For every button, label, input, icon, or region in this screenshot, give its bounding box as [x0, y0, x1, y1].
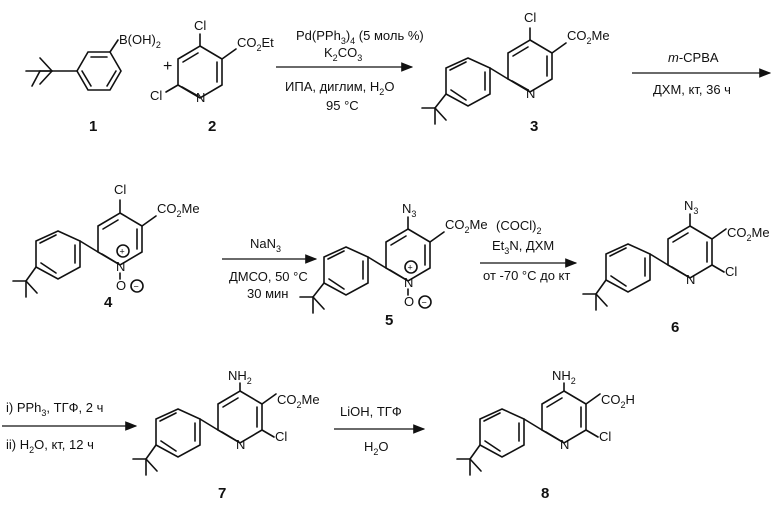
compound-4-n: N: [116, 259, 125, 274]
compound-6-n: N: [686, 272, 695, 287]
svg-text:−: −: [422, 298, 427, 308]
step-1-solvent: ИПА, диглим, H2O: [285, 79, 394, 97]
svg-text:+: +: [120, 247, 125, 257]
compound-7-number: 7: [218, 485, 226, 502]
step-2-conditions: ДХМ, кт, 36 ч: [653, 82, 731, 97]
compound-4-ester: CO2Me: [157, 201, 200, 219]
compound-6-cl: Cl: [725, 264, 737, 279]
compound-2-ester: CO2Et: [237, 35, 274, 53]
compound-2-number: 2: [208, 118, 216, 135]
compound-3-structure: Cl CO2Me N: [422, 10, 610, 124]
compound-6-azide: N3: [684, 198, 698, 216]
step-3-reagent: NaN3: [250, 236, 281, 254]
compound-3-number: 3: [530, 118, 538, 135]
compound-3-ester: CO2Me: [567, 28, 610, 46]
step-2-reagent: m-CPBA: [668, 50, 719, 65]
compound-4-number: 4: [104, 294, 113, 311]
compound-5-structure: N3 CO2Me N + O −: [300, 201, 488, 313]
compound-5-n: N: [404, 275, 413, 290]
step-3-time: 30 мин: [247, 286, 288, 301]
step-4-temperature: от -70 °C до кт: [483, 268, 570, 283]
boronic-acid-label: B(OH)2: [119, 32, 161, 50]
compound-3-cl: Cl: [524, 10, 536, 25]
compound-1-number: 1: [89, 118, 97, 135]
svg-text:−: −: [134, 282, 139, 292]
compound-4-oxygen: O: [116, 278, 126, 293]
step-1-temperature: 95 °C: [326, 98, 359, 113]
compound-7-ester: CO2Me: [277, 392, 320, 410]
compound-6-ester: CO2Me: [727, 225, 770, 243]
compound-4-cl: Cl: [114, 182, 126, 197]
compound-7-n: N: [236, 437, 245, 452]
compound-2-n: N: [196, 90, 205, 105]
compound-5-azide: N3: [402, 201, 416, 219]
compound-8-structure: NH2 CO2H Cl N: [457, 368, 635, 475]
compound-4-structure: Cl CO2Me N + O −: [13, 182, 200, 297]
step-6-reagent: LiOH, ТГФ: [340, 404, 402, 419]
step-1-catalyst: Pd(PPh3)4 (5 моль %): [296, 28, 424, 46]
compound-8-number: 8: [541, 485, 549, 502]
compound-8-acid: CO2H: [601, 392, 635, 410]
compound-5-ester: CO2Me: [445, 217, 488, 235]
compound-6-structure: N3 CO2Me Cl N: [583, 198, 770, 310]
step-4-base: Et3N, ДХМ: [492, 238, 554, 256]
step-5-first: i) PPh3, ТГФ, 2 ч: [6, 400, 103, 418]
compound-3-n: N: [526, 86, 535, 101]
compound-2-cl-top: Cl: [194, 18, 206, 33]
compound-5-oxygen: O: [404, 294, 414, 309]
step-6-solvent: H2O: [364, 439, 389, 457]
compound-6-number: 6: [671, 319, 679, 336]
compound-7-cl: Cl: [275, 429, 287, 444]
compound-8-n: N: [560, 437, 569, 452]
compound-2-cl-bottom: Cl: [150, 88, 162, 103]
step-4-reagent: (COCl)2: [496, 218, 541, 236]
plus-sign: +: [163, 58, 172, 75]
compound-1-structure: B(OH)2: [26, 32, 161, 90]
step-3-solvent: ДМСО, 50 °C: [229, 269, 308, 284]
svg-text:+: +: [408, 263, 413, 273]
step-1-base: K2CO3: [324, 45, 362, 63]
compound-5-number: 5: [385, 312, 393, 329]
compound-8-cl: Cl: [599, 429, 611, 444]
step-5-second: ii) H2O, кт, 12 ч: [6, 437, 94, 455]
compound-7-structure: NH2 CO2Me Cl N: [133, 368, 320, 475]
